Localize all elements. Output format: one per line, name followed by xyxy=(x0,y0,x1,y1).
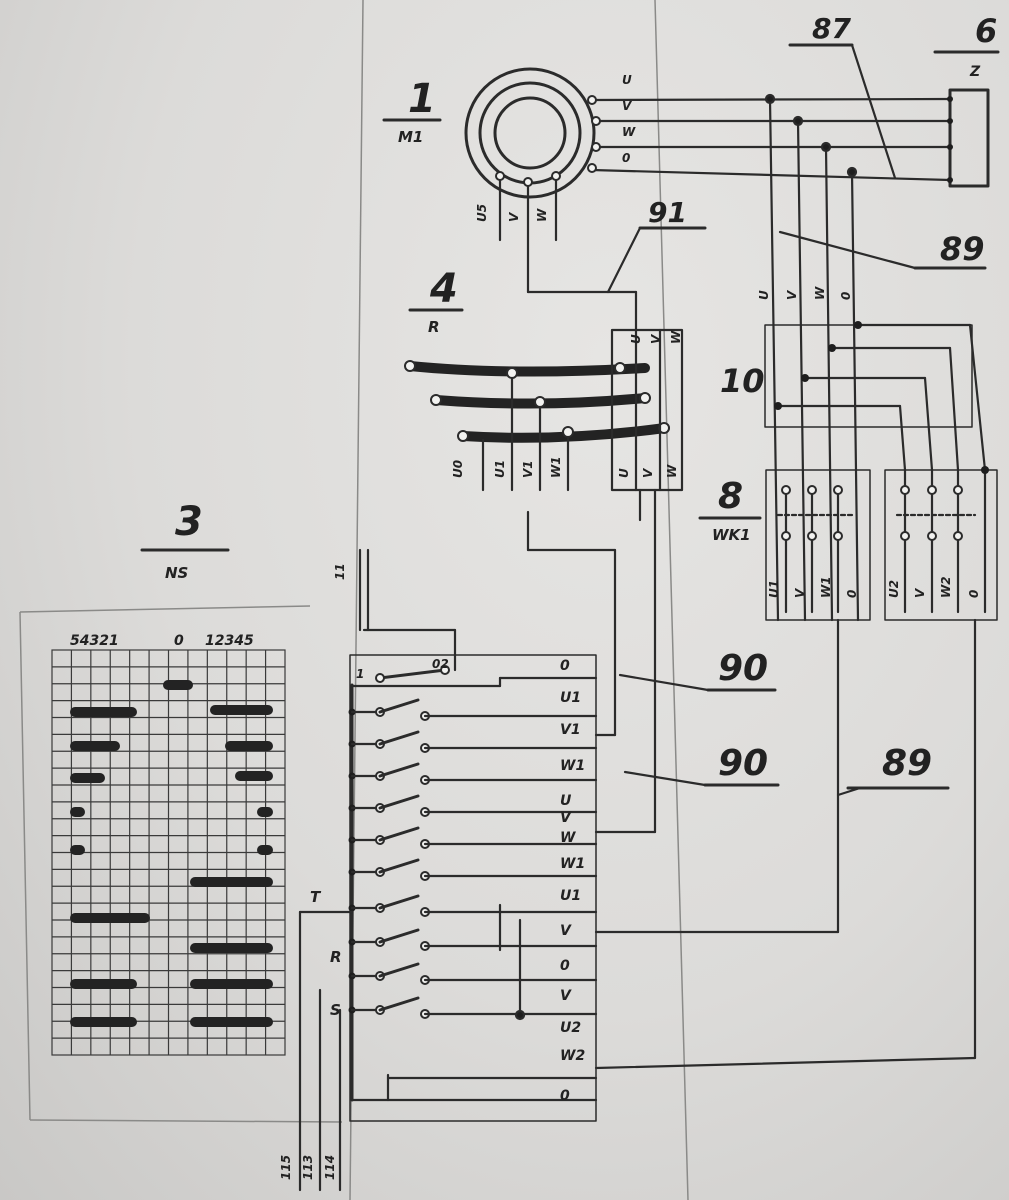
ns-contact-blade xyxy=(378,858,420,874)
ns-contact-blade xyxy=(378,826,420,842)
res-term-u0: U0 xyxy=(451,460,465,478)
ns-contact-blade xyxy=(378,794,420,810)
ns-contact-blade xyxy=(378,894,420,910)
res-term-bottom-w: W xyxy=(665,464,679,478)
motor-ref-number: 1 xyxy=(408,76,436,122)
wk1-term-w2: W2 xyxy=(939,576,953,598)
ns-contact-blade xyxy=(378,962,420,978)
bus-label-w: W xyxy=(813,286,827,300)
wk1-term-u2: U2 xyxy=(887,580,901,598)
bus-label-0: 0 xyxy=(839,292,853,300)
connector-ref-code: Z xyxy=(969,64,981,80)
resistor-r: U V W U0 U1 V1 W1 U V W xyxy=(404,328,684,492)
wk1-term-w1: W1 xyxy=(819,576,833,598)
res-term-top-u: U xyxy=(629,334,643,344)
contactor-ref-number: 8 xyxy=(718,476,743,517)
ns-terminal-label: U1 xyxy=(560,888,581,904)
ns-header-left: 54321 xyxy=(70,633,119,649)
wk1-term-u1: U1 xyxy=(767,580,781,598)
interconnect-wires xyxy=(298,488,977,1192)
res-term-bottom-v: V xyxy=(641,467,655,478)
wk1-term-v: V xyxy=(793,587,807,598)
bus-label-u: U xyxy=(757,290,771,300)
res-term-w1: W1 xyxy=(549,456,563,478)
ns-top-02: 02 xyxy=(432,657,449,671)
ns-contact-blade xyxy=(378,762,420,778)
contactor-wk1: U1 V W1 0 U2 V W2 0 xyxy=(765,466,998,621)
ns-contact-bank xyxy=(349,548,597,1122)
ns-terminal-label: U2 xyxy=(560,1020,581,1036)
ns-terminal-label: W2 xyxy=(560,1048,585,1064)
ns-terminal-label: U xyxy=(560,793,572,809)
motor-term-v: V xyxy=(622,99,633,113)
phase-s: S xyxy=(330,1001,341,1019)
motor-term-w-bottom: W xyxy=(535,208,549,222)
contactor-ref-code: WK1 xyxy=(712,526,751,544)
bus-label-v: V xyxy=(785,289,799,300)
motor-term-w: W xyxy=(622,125,636,139)
bus-vertical xyxy=(764,93,860,622)
leader-90-top: 91 xyxy=(648,196,687,229)
connector-z xyxy=(947,88,990,188)
ns-top-1: 1 xyxy=(356,667,364,681)
ns-contact-blade xyxy=(378,928,420,944)
motor-term-0: 0 xyxy=(622,151,630,165)
motor-term-v-bottom: V xyxy=(507,211,521,222)
wk1-term-v2: V xyxy=(913,587,927,598)
ns-contact-blade xyxy=(378,730,420,746)
ns-header-zero: 0 xyxy=(174,633,184,649)
ns-terminal-label: 0 xyxy=(560,958,570,974)
ns-terminal-label: 0 xyxy=(560,658,570,674)
ns-contact-blade xyxy=(378,996,420,1012)
cable-113: 113 xyxy=(301,1155,315,1180)
ns-terminal-label: W1 xyxy=(560,758,585,774)
cable-115: 115 xyxy=(279,1155,293,1180)
ns-contact-blade xyxy=(378,698,420,714)
resistor-ref-number: 4 xyxy=(429,266,458,312)
ns-terminal-label: W1 xyxy=(560,856,585,872)
leader-90-bottom: 90 xyxy=(718,743,768,784)
res-term-top-v: V xyxy=(649,333,663,344)
leader-89-top: 89 xyxy=(940,230,985,268)
ns-terminal-label: U1 xyxy=(560,690,581,706)
ns-terminal-label: V xyxy=(560,923,572,939)
block-10 xyxy=(764,321,987,472)
ns-terminal-label: 0 xyxy=(560,1088,570,1104)
ns-header-right: 12345 xyxy=(205,633,254,649)
switch-ref-number: 3 xyxy=(175,499,203,545)
leader-89-bottom: 89 xyxy=(882,743,932,784)
block-10-label: 10 xyxy=(720,362,765,400)
wk1-term-02: 0 xyxy=(967,590,981,598)
ns-terminal-label: V1 xyxy=(560,722,581,738)
ns-terminal-label: V xyxy=(560,810,572,826)
ns-terminal-label: W xyxy=(560,830,576,846)
phase-t: T xyxy=(310,888,322,906)
connector-ref-number: 6 xyxy=(975,12,997,50)
phase-r: R xyxy=(330,948,342,966)
cable-114: 114 xyxy=(323,1155,337,1180)
motor-term-u: U xyxy=(622,73,632,87)
res-term-v1: V1 xyxy=(521,460,535,478)
leader-87: 87 xyxy=(812,12,851,45)
motor-ref-code: M1 xyxy=(398,128,423,146)
wk1-term-0: 0 xyxy=(845,590,859,598)
res-term-top-w: W xyxy=(669,330,683,344)
leader-91: 90 xyxy=(718,648,768,689)
motor-m1: U V W 0 U5 V W xyxy=(464,67,952,332)
ns-terminal-label: V xyxy=(560,988,572,1004)
switch-ref-code: NS xyxy=(165,564,188,582)
resistor-ref-code: R xyxy=(428,318,440,336)
res-term-u1: U1 xyxy=(493,460,507,478)
motor-term-u5: U5 xyxy=(475,204,489,222)
res-term-bottom-u: U xyxy=(617,468,631,478)
wire-label-11: 11 xyxy=(333,563,347,580)
